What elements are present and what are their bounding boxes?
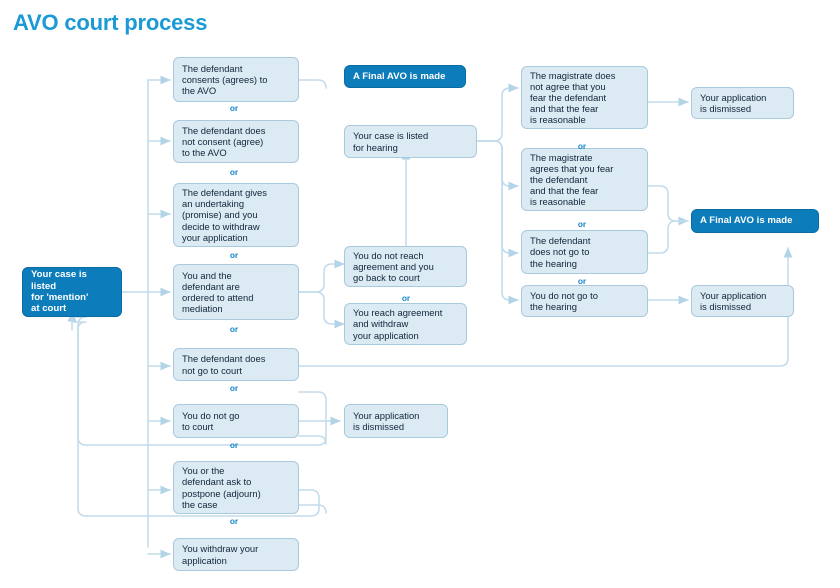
node-label: You do not go to the hearing	[530, 289, 598, 312]
node-label: Your application is dismissed	[700, 91, 767, 114]
node-label: The defendant does not go to the hearing	[530, 235, 591, 269]
or-separator: or	[229, 103, 239, 113]
node-label: The defendant does not go to court	[182, 353, 266, 376]
node-no-agreement-back-to-court[interactable]: You do not reach agreement and you go ba…	[344, 246, 467, 287]
node-label: The magistrate agrees that you fear the …	[530, 151, 614, 208]
node-magistrate-agrees[interactable]: The magistrate agrees that you fear the …	[521, 148, 648, 211]
node-label: You do not reach agreement and you go ba…	[353, 249, 434, 284]
or-separator: or	[229, 440, 239, 450]
or-separator: or	[401, 293, 411, 303]
node-withdraw-application[interactable]: You withdraw your application	[173, 538, 299, 571]
node-case-listed-mention[interactable]: Your case is listed for 'mention' at cou…	[22, 267, 122, 317]
node-label: You do not go to court	[182, 409, 240, 432]
node-defendant-not-consent[interactable]: The defendant does not consent (agree) t…	[173, 120, 299, 163]
node-label: A Final AVO is made	[353, 70, 446, 82]
node-label: The defendant consents (agrees) to the A…	[182, 62, 268, 97]
node-you-not-go-court[interactable]: You do not go to court	[173, 404, 299, 438]
node-ordered-mediation[interactable]: You and the defendant are ordered to att…	[173, 264, 299, 320]
node-reach-agreement-withdraw[interactable]: You reach agreement and withdraw your ap…	[344, 303, 467, 345]
page-title: AVO court process	[13, 10, 208, 35]
node-final-avo-consent[interactable]: A Final AVO is made	[344, 65, 466, 88]
node-label: You or the defendant ask to postpone (ad…	[182, 465, 261, 510]
or-separator: or	[229, 383, 239, 393]
or-separator: or	[229, 167, 239, 177]
or-separator: or	[577, 141, 587, 151]
node-you-not-go-hearing[interactable]: You do not go to the hearing	[521, 285, 648, 317]
or-separator: or	[229, 324, 239, 334]
node-final-avo-hearing[interactable]: A Final AVO is made	[691, 209, 819, 233]
node-application-dismissed-not-go-court[interactable]: Your application is dismissed	[344, 404, 448, 438]
node-label: The magistrate does not agree that you f…	[530, 69, 616, 126]
or-separator: or	[577, 276, 587, 286]
or-separator: or	[229, 250, 239, 260]
node-label: Your application is dismissed	[700, 289, 767, 312]
node-label: The defendant does not consent (agree) t…	[182, 124, 266, 159]
node-application-dismissed-hearing[interactable]: Your application is dismissed	[691, 285, 794, 317]
or-separator: or	[577, 219, 587, 229]
node-application-dismissed-magistrate[interactable]: Your application is dismissed	[691, 87, 794, 119]
node-defendant-not-go-court[interactable]: The defendant does not go to court	[173, 348, 299, 381]
node-magistrate-disagrees[interactable]: The magistrate does not agree that you f…	[521, 66, 648, 129]
node-label: You reach agreement and withdraw your ap…	[353, 307, 443, 341]
node-postpone-adjourn[interactable]: You or the defendant ask to postpone (ad…	[173, 461, 299, 514]
node-label: A Final AVO is made	[700, 215, 793, 227]
node-label: You and the defendant are ordered to att…	[182, 269, 254, 315]
node-defendant-undertaking[interactable]: The defendant gives an undertaking (prom…	[173, 183, 299, 247]
node-defendant-consents[interactable]: The defendant consents (agrees) to the A…	[173, 57, 299, 102]
node-label: The defendant gives an undertaking (prom…	[182, 187, 267, 243]
node-label: You withdraw your application	[182, 543, 259, 566]
node-defendant-not-go-hearing[interactable]: The defendant does not go to the hearing	[521, 230, 648, 274]
node-label: Your application is dismissed	[353, 409, 420, 432]
node-case-listed-hearing[interactable]: Your case is listed for hearing	[344, 125, 477, 158]
or-separator: or	[229, 516, 239, 526]
node-label: Your case is listed for hearing	[353, 130, 429, 153]
node-label: Your case is listed for 'mention' at cou…	[31, 269, 89, 315]
